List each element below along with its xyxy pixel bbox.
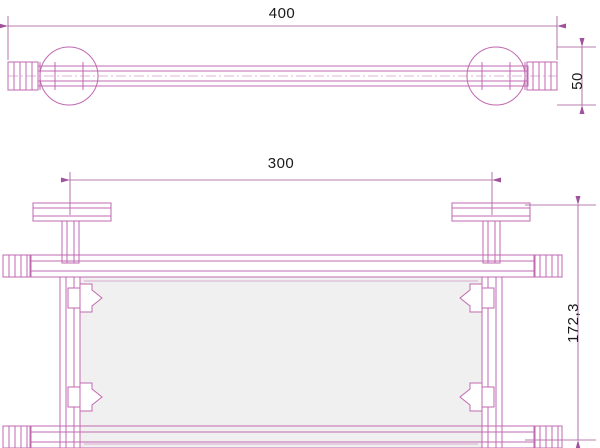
dimension-300 [61, 172, 501, 215]
dimension-label-172-3: 172,3 [565, 303, 582, 343]
front-view-shelf [2, 202, 563, 448]
dimension-50 [557, 38, 596, 114]
top-view-rail [7, 46, 558, 106]
dimension-172-3 [525, 196, 596, 448]
dimension-label-300: 300 [268, 155, 295, 172]
dimension-400 [0, 16, 566, 60]
dimension-label-400: 400 [269, 5, 296, 22]
dimension-label-50: 50 [569, 72, 586, 90]
